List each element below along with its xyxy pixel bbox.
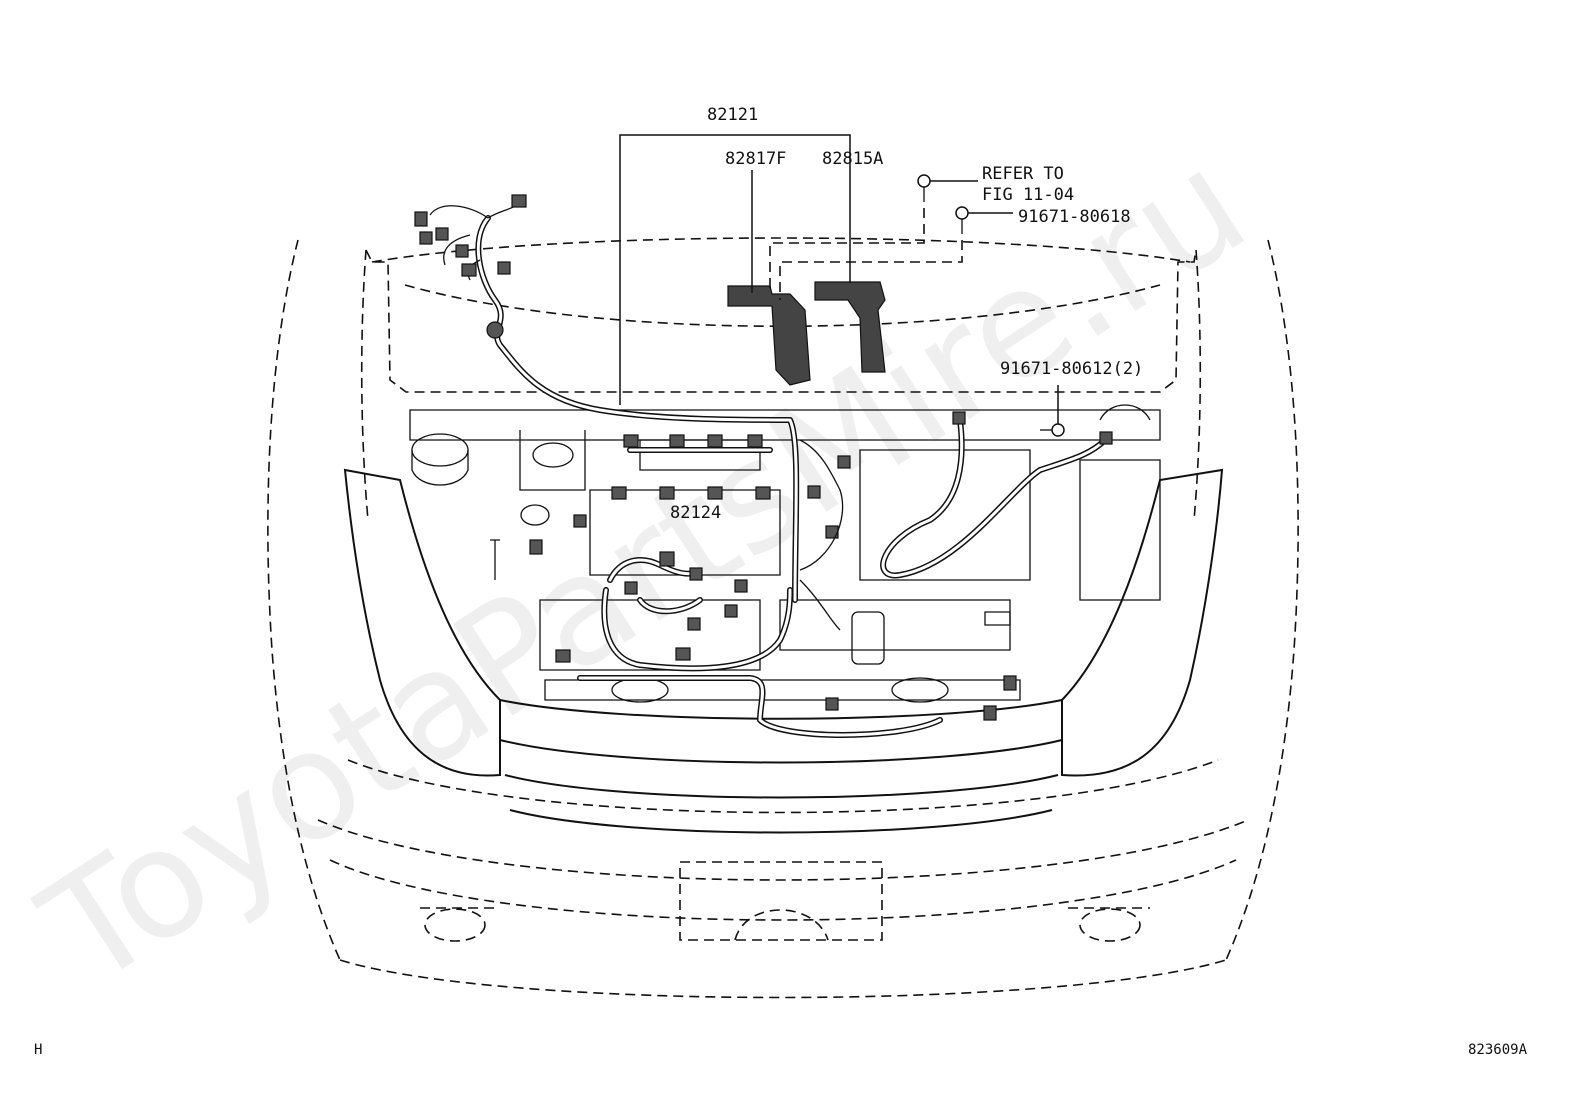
bracket-82817F [727, 285, 811, 386]
label-82815A: 82815A [822, 149, 883, 169]
label-91671-80618: 91671-80618 [1018, 207, 1131, 227]
bolt-refer [917, 174, 931, 202]
label-refer-to: REFER TO [982, 164, 1064, 184]
car-body-outline [267, 237, 1299, 999]
watermark-text: ToyotaPartsMire.ru [14, 117, 1275, 1020]
bolt-91671-80618 [955, 206, 969, 234]
front-fascia [343, 468, 1224, 834]
label-82124: 82124 [670, 503, 721, 523]
bolt-91671-80612 [1040, 423, 1065, 437]
wire-harness-right [799, 411, 1113, 631]
wire-harness-82124 [529, 514, 1017, 738]
label-91671-80612: 91671-80612(2) [1000, 359, 1143, 379]
label-82121: 82121 [707, 105, 758, 125]
label-fig-11-04: FIG 11-04 [982, 185, 1074, 205]
bracket-82815A [814, 281, 886, 373]
wire-harness-82121 [414, 194, 800, 603]
label-82817F: 82817F [725, 149, 786, 169]
corner-right-code: 823609A [1468, 1042, 1528, 1058]
corner-left-code: H [34, 1042, 42, 1058]
leader-lines [619, 134, 1059, 424]
